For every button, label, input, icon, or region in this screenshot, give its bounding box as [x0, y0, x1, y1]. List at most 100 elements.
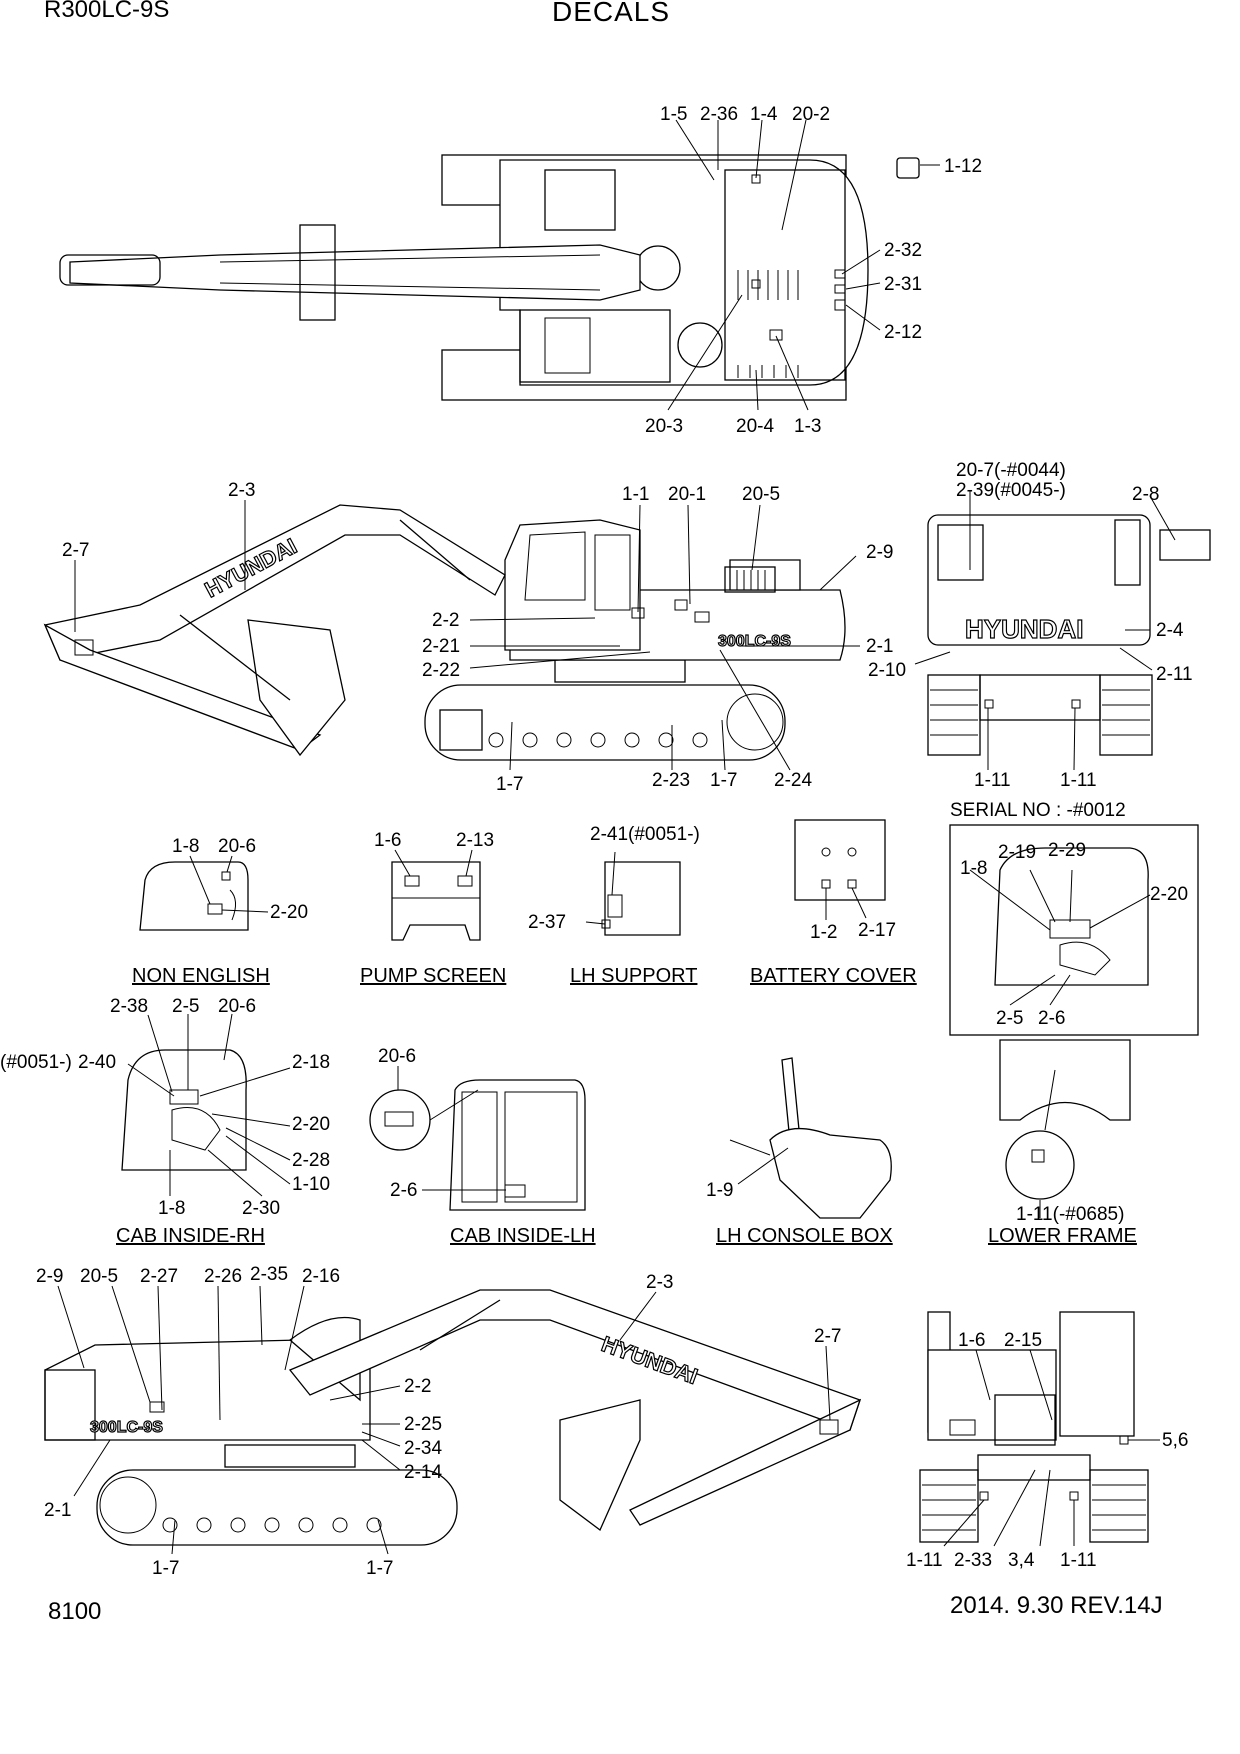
view-label-pump-screen: PUMP SCREEN [360, 965, 506, 987]
detail-lower-frame [999, 1039, 1131, 1200]
callout-label: 2-7 [62, 540, 89, 561]
callout-label: 1-10 [292, 1174, 330, 1195]
top-view [59, 154, 920, 401]
callout-label: 2-41(#0051-) [590, 824, 700, 845]
callout-label: 2-2 [404, 1376, 431, 1397]
rh-track [96, 1469, 458, 1546]
callout-label: 20-5 [742, 484, 780, 505]
callout-label: 2-33 [954, 1550, 992, 1571]
callout-label: 20-6 [378, 1046, 416, 1067]
callout-label: 5,6 [1162, 1430, 1188, 1451]
callout-label: 2-22 [422, 660, 460, 681]
callout-label: 1-9 [706, 1180, 733, 1201]
callout-label: 2-36 [700, 104, 738, 125]
callout-label: 20-5 [80, 1266, 118, 1287]
detail-serial-cab [994, 847, 1149, 986]
callout-label: 1-8 [960, 858, 987, 879]
callout-label: 1-7 [496, 774, 523, 795]
view-label-lower-frame: LOWER FRAME [988, 1225, 1137, 1247]
callout-label: 2-6 [1038, 1008, 1065, 1029]
callout-label: 2-26 [204, 1266, 242, 1287]
top-boom [69, 244, 641, 301]
callout-label: 20-2 [792, 104, 830, 125]
lh-model-badge: 300LC-9S [718, 633, 791, 650]
callout-label: 2-5 [996, 1008, 1023, 1029]
view-label-cab-inside-rh: CAB INSIDE-RH [116, 1225, 265, 1247]
callout-label: 2-6 [390, 1180, 417, 1201]
top-cab [519, 309, 671, 383]
callout-label: 1-11 [1060, 770, 1097, 791]
callout-label: 1-11(-#0685) [1016, 1204, 1124, 1225]
top-counter-box [544, 169, 616, 231]
side-view-rh: 300LC-9S HYUNDAI [44, 1289, 862, 1546]
callout-label: 1-11 [1060, 1550, 1097, 1571]
model-number: R300LC-9S [44, 0, 170, 23]
callout-label: 2-15 [1004, 1330, 1042, 1351]
callout-label: 2-9 [36, 1266, 63, 1287]
rh-boom [288, 1289, 861, 1431]
callout-label: 1-7 [710, 770, 737, 791]
front-boom-face [1059, 1311, 1135, 1437]
page-number: 8100 [48, 1598, 102, 1625]
callout-label: 2-8 [1132, 484, 1159, 505]
callout-label: 20-6 [218, 836, 256, 857]
top-engine-grilles [737, 270, 799, 378]
callout-label: 2-35 [250, 1264, 288, 1285]
rear-track-left [927, 674, 981, 756]
callout-label: 2-20 [292, 1114, 330, 1135]
detail-pump-screen [391, 861, 481, 941]
page-title: DECALS [552, 0, 671, 27]
callout-label: 2-11 [1156, 664, 1193, 685]
rh-bucket [559, 1399, 641, 1532]
callout-label: 2-4 [1156, 620, 1184, 641]
view-label-cab-inside-lh: CAB INSIDE-LH [450, 1225, 596, 1247]
callout-label: 2-37 [528, 912, 566, 933]
callout-label: 1-1 [622, 484, 649, 505]
callout-label: 2-39(#0045-) [956, 480, 1066, 501]
callout-label: 1-11 [906, 1550, 943, 1571]
callout-label: 2-1 [44, 1500, 71, 1521]
callout-label: 2-1 [866, 636, 893, 657]
callout-label: 20-1 [668, 484, 706, 505]
serial-view-frame [949, 824, 1199, 1036]
lh-boom [44, 504, 506, 661]
callout-label: 2-29 [1048, 840, 1086, 861]
detail-lh-console [729, 1057, 892, 1219]
rear-detail-2-8 [1159, 529, 1211, 561]
callout-label: 20-6 [218, 996, 256, 1017]
callout-label: 2-13 [456, 830, 494, 851]
view-label-lh-support: LH SUPPORT [570, 965, 697, 987]
callout-label: 1-5 [660, 104, 687, 125]
callout-label: 2-19 [998, 842, 1036, 863]
callout-label: 1-6 [374, 830, 401, 851]
callout-label: 2-3 [646, 1272, 673, 1293]
detail-battery-cover [794, 819, 886, 901]
callout-label: 1-6 [958, 1330, 985, 1351]
front-callouts: 1-6 2-15 5,6 1-11 2-33 3,4 1-11 [906, 1330, 1188, 1571]
callout-label: 2-20 [270, 902, 308, 923]
rear-brand: HYUNDAI [965, 614, 1083, 644]
callout-label: 2-32 [884, 240, 922, 261]
callout-label: 2-21 [422, 636, 460, 657]
callout-label: 2-31 [884, 274, 922, 295]
callout-label: 1-2 [810, 922, 837, 943]
callout-label: 2-16 [302, 1266, 340, 1287]
top-cab-seat [544, 317, 591, 374]
lh-callouts: 2-3 2-7 1-1 20-1 20-5 2-9 2-2 2-21 2-22 … [62, 480, 893, 795]
callout-label: 1-12 [944, 156, 982, 177]
front-track-right [1089, 1469, 1149, 1543]
callout-label: 1-11 [974, 770, 1011, 791]
view-label-battery-cover: BATTERY COVER [750, 965, 917, 987]
callout-label: 3,4 [1008, 1550, 1035, 1571]
callout-label: 2-38 [110, 996, 148, 1017]
callout-label: 2-3 [228, 480, 255, 501]
callout-label: 2-2 [432, 610, 459, 631]
callout-label: 2-27 [140, 1266, 178, 1287]
serial-note: SERIAL NO : -#0012 [950, 800, 1126, 821]
callout-label: 1-7 [366, 1558, 393, 1579]
lh-bucket [247, 619, 346, 757]
lh-cab [504, 519, 641, 651]
front-view [919, 1311, 1149, 1543]
detail-cab-inside-lh [369, 1079, 586, 1211]
